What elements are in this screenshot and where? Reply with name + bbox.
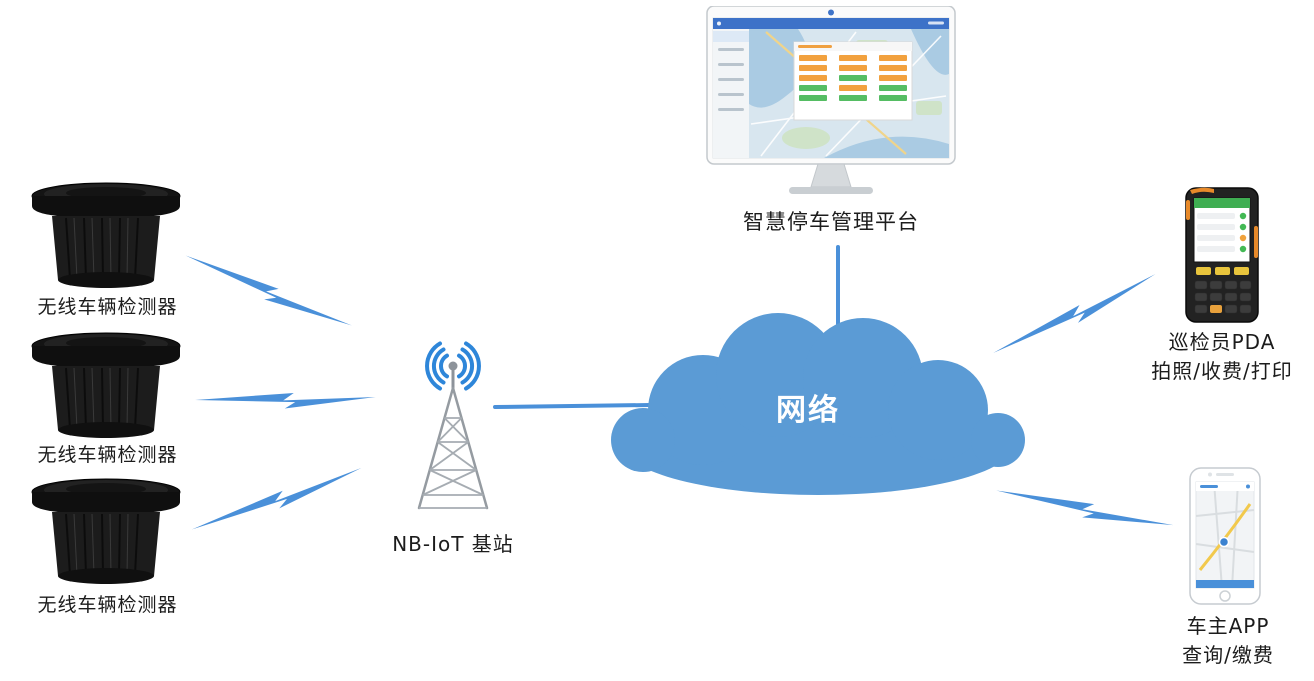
vehicle-detector-icon [26,476,186,588]
network-cloud [608,300,1028,510]
management-platform-monitor-icon [706,6,956,204]
management-platform-label: 智慧停车管理平台 [743,210,919,234]
vehicle-detector-label: 无线车辆检测器 [37,594,178,616]
pda-label-name: 巡检员PDA [1168,330,1276,354]
inspector-pda-icon [1180,186,1264,324]
vehicle-detector-label: 无线车辆检测器 [37,296,178,318]
owner-app-label-name: 车主APP [1186,614,1270,638]
lightning-connector [195,392,376,409]
nbiot-base-station-icon [388,330,518,525]
owner-app-phone-icon [1186,466,1264,606]
owner-app-label: 车主APP 查询/缴费 [1146,612,1310,670]
pda-label: 巡检员PDA 拍照/收费/打印 [1130,328,1314,386]
lightning-connector [996,490,1174,526]
vehicle-detector-label: 无线车辆检测器 [37,444,178,466]
vehicle-detector-icon [26,330,186,442]
lightning-connector [191,467,362,530]
pda-label-functions: 拍照/收费/打印 [1151,359,1293,383]
link-basestation-cloud [493,403,652,409]
lightning-connector [185,255,352,326]
nbiot-base-station-label: NB-IoT 基站 [392,532,514,556]
lightning-connector [993,274,1156,354]
owner-app-label-functions: 查询/缴费 [1182,643,1274,667]
vehicle-detector-icon [26,180,186,292]
network-cloud-label: 网络 [776,393,840,428]
